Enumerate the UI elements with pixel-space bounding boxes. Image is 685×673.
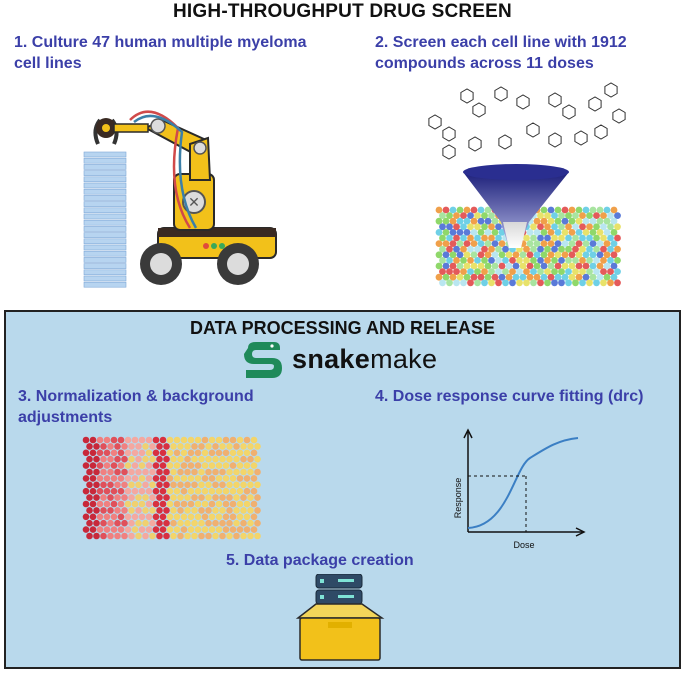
dose-response-chart-icon: Response Dose — [453, 428, 586, 550]
heatmap-icon — [435, 206, 621, 287]
chemical-structures-icon — [428, 82, 626, 287]
step-2-text: 2. Screen each cell line with 1912 compo… — [375, 34, 627, 72]
normalized-heatmap-icon — [82, 436, 261, 540]
processing-title: DATA PROCESSING AND RELEASE — [189, 318, 496, 338]
step-5-text: 5. Data package creation — [226, 552, 414, 569]
svg-text:✕: ✕ — [188, 194, 200, 210]
funnel-icon — [463, 164, 569, 248]
step-4-text: 4. Dose response curve fitting (drc) — [375, 388, 644, 405]
x-axis-label: Dose — [513, 540, 534, 550]
page-title: HIGH-THROUGHPUT DRUG SCREEN — [173, 1, 512, 22]
cell-plates-icon — [83, 151, 127, 288]
server-box-icon — [295, 574, 385, 661]
robot-arm-icon: ✕ — [83, 110, 277, 288]
y-axis-label: Response — [453, 478, 463, 519]
step-3-text: 3. Normalization & background adjustment… — [18, 388, 254, 426]
step-1-text: 1. Culture 47 human multiple myeloma cel… — [14, 34, 307, 72]
snakemake-logo-text: snakemake — [292, 344, 438, 374]
snakemake-logo-icon — [244, 342, 282, 378]
